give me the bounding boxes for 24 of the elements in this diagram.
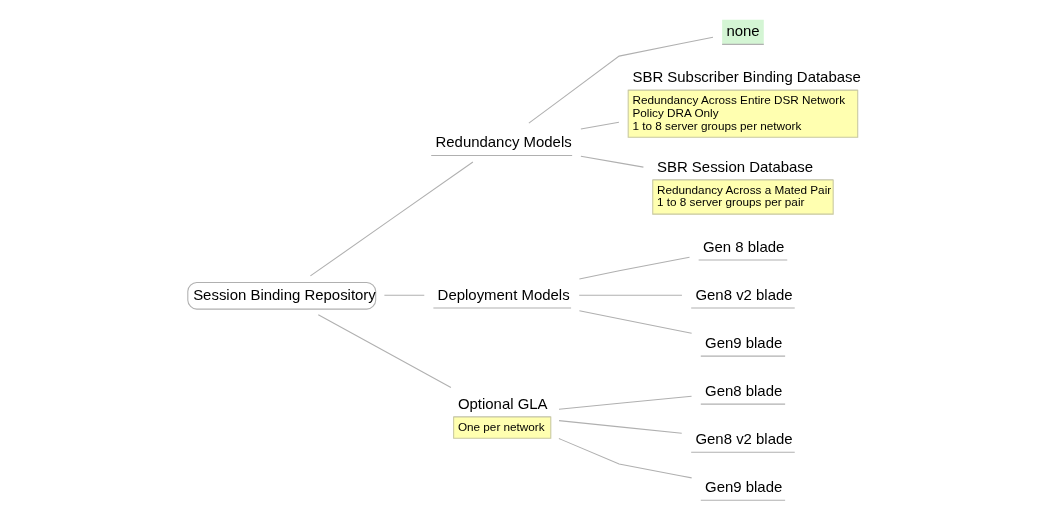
connector <box>578 294 682 296</box>
connector <box>557 420 682 434</box>
connector <box>578 256 690 280</box>
connector <box>527 36 714 124</box>
node-box: Session Binding Repository <box>186 281 376 310</box>
node-text: Gen9 blade <box>704 477 782 495</box>
connector <box>579 155 644 168</box>
connector <box>557 395 692 410</box>
node-label: SBR Session Database <box>656 157 813 175</box>
node-text: Gen 8 blade <box>702 237 784 255</box>
node-text: Redundancy Models <box>434 133 572 151</box>
node-text: Deployment Models <box>437 285 570 303</box>
connector <box>578 310 692 334</box>
node-text: Gen8 v2 blade <box>694 429 793 447</box>
node-label: Optional GLA <box>457 394 548 412</box>
connector <box>383 294 425 296</box>
connector <box>309 161 473 277</box>
connector <box>579 121 619 130</box>
node-text: Gen8 v2 blade <box>694 285 793 303</box>
node-text: Gen8 blade <box>704 381 782 399</box>
connector <box>317 314 451 389</box>
node-label: SBR Subscriber Binding Database <box>631 67 861 85</box>
node-text: Gen9 blade <box>704 333 782 351</box>
connector <box>557 438 692 479</box>
